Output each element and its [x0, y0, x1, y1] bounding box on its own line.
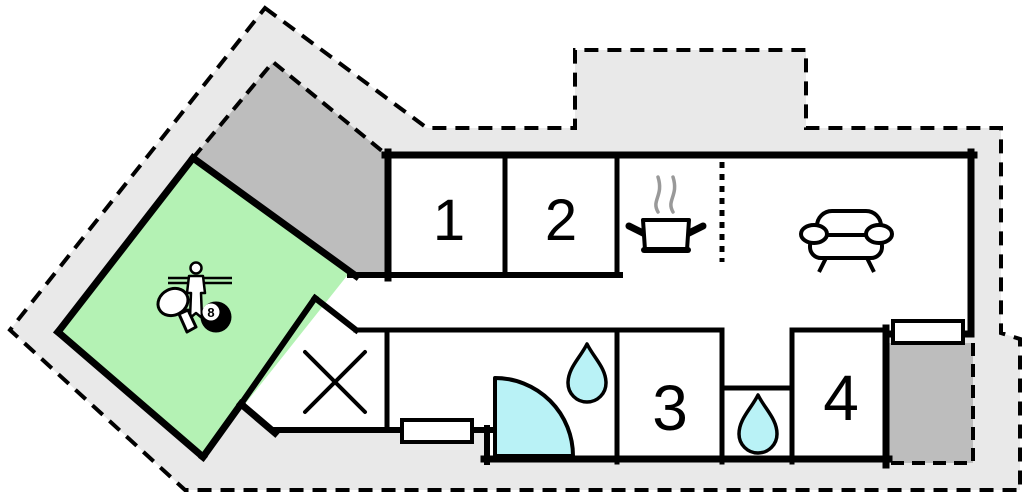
- window-hall: [400, 418, 474, 444]
- shower-icon: [493, 376, 575, 458]
- activity-room: 8: [53, 153, 361, 462]
- ball-number: 8: [207, 305, 214, 320]
- terrace-top-left: [191, 59, 389, 277]
- window-living-room: [891, 319, 965, 345]
- room-3-label: 3: [652, 372, 688, 444]
- sofa-icon: [799, 209, 894, 273]
- room-4-label: 4: [823, 362, 859, 434]
- room-2-label: 2: [545, 188, 577, 253]
- table-tennis-paddle-icon: [156, 286, 198, 334]
- billiard-ball-icon: 8: [200, 301, 232, 333]
- cooking-pot-icon: [625, 175, 707, 253]
- activity-room-walls: [53, 153, 361, 462]
- terrace-top-left-area: [193, 62, 387, 277]
- bathroom-icons: [493, 342, 608, 458]
- room-numbers: 1 2 3 4: [433, 188, 859, 444]
- interior-walls: [236, 152, 889, 465]
- exterior-walls: [236, 148, 978, 469]
- room-1-label: 1: [433, 188, 465, 253]
- foosball-icon: [168, 261, 232, 320]
- terrace-bottom-right: [888, 343, 975, 465]
- water-drop-icon: [737, 393, 779, 455]
- building: [241, 152, 971, 462]
- windows: [400, 319, 965, 444]
- terrace-bottom-right-area: [888, 343, 973, 463]
- terrace-bottom-right-dashed-edge: [888, 343, 975, 465]
- x-mark: [303, 350, 367, 414]
- water-drop-icon: [566, 342, 608, 404]
- building-floor: [241, 152, 971, 462]
